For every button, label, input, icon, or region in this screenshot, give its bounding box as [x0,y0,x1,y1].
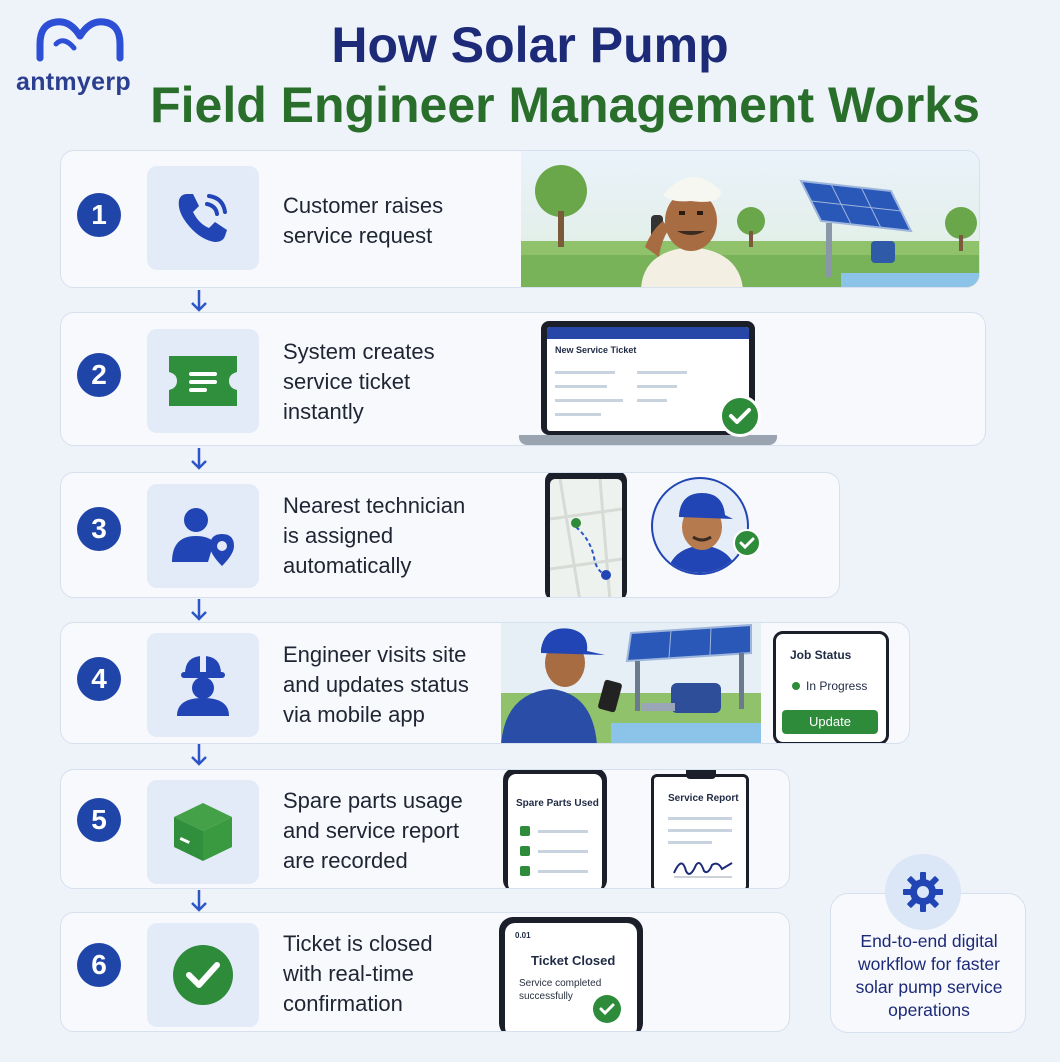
step-text: System creates service ticket instantly [283,339,435,424]
step-card-5: 5 Spare parts usage and service report a… [60,769,790,889]
step-number: 1 [77,193,121,237]
update-button[interactable]: Update [782,710,878,734]
step-icon-box [147,329,259,433]
down-arrow-4 [191,744,207,766]
check-badge-icon [733,529,761,557]
step-icon-box [147,923,259,1027]
logo-mark-icon [36,18,124,62]
job-status-title: Job Status [790,648,852,662]
job-status-value: In Progress [806,679,868,693]
farmer-solar-illustration [521,151,979,287]
ticket-icon [169,356,237,406]
phone-icon [178,194,227,242]
ticket-screen-header: New Service Ticket [555,345,637,355]
package-box-icon [174,803,232,861]
laptop-illustration: New Service Ticket [519,321,777,445]
check-badge-icon [593,995,621,1023]
technician-location-icon [172,508,234,566]
checkbox-icon [520,846,530,856]
step-icon-box [147,484,259,588]
step-number: 6 [77,943,121,987]
step-card-6: 6 Ticket is closed with real-time confir… [60,912,790,1032]
step-number: 3 [77,507,121,551]
technician-avatar [651,477,749,575]
step-text: Nearest technician is assigned automatic… [283,493,466,578]
hardhat-worker-icon [177,656,229,716]
step-card-1: 1 Customer raises service request [60,150,980,288]
map-phone-illustration [545,473,627,597]
step-icon-box [147,633,259,737]
engineer-site-illustration [501,623,761,743]
job-status-panel: Job Status In Progress Update [773,631,889,743]
checkbox-icon [520,826,530,836]
spare-parts-phone: Spare Parts Used [503,770,607,888]
logo-text: antmyerp [16,68,131,96]
step-number: 5 [77,798,121,842]
checkbox-icon [520,866,530,876]
step-number: 2 [77,353,121,397]
step-card-3: 3 Nearest technician is assigned automat… [60,472,840,598]
summary-text: End-to-end digital workflow for faster s… [855,931,1003,1020]
ticket-closed-message: Service completed successfully [519,978,602,1002]
gear-badge [885,854,961,930]
step-number: 4 [77,657,121,701]
down-arrow-3 [191,599,207,621]
step-icon-box [147,166,259,270]
phone-time: 0.01 [515,931,531,940]
service-report-title: Service Report [668,793,739,804]
check-badge-icon [719,395,761,437]
step-text: Engineer visits site and updates status … [283,642,469,727]
spare-parts-title: Spare Parts Used [516,798,599,809]
down-arrow-2 [191,448,207,470]
gear-icon [903,872,943,912]
down-arrow-5 [191,890,207,912]
signature-icon [673,862,733,878]
service-report-clipboard: Service Report [651,770,749,888]
check-circle-icon [173,945,233,1005]
down-arrow-1 [191,290,207,312]
step-card-4: 4 Engineer visits site and updates statu… [60,622,910,744]
step-text: Customer raises service request [283,193,444,248]
brand-logo: antmyerp [16,12,146,96]
status-dot-icon [792,682,800,690]
step-icon-box [147,780,259,884]
ticket-closed-title: Ticket Closed [531,953,616,968]
step-card-2: 2 System creates service ticket instantl… [60,312,986,446]
step-text: Spare parts usage and service report are… [283,788,463,873]
ticket-closed-phone: 0.01 Ticket Closed Service completed suc… [499,917,643,1031]
title-line-1: How Solar Pump [331,17,729,73]
step-text: Ticket is closed with real-time confirma… [283,931,433,1016]
title-line-2: Field Engineer Management Works [150,77,980,133]
